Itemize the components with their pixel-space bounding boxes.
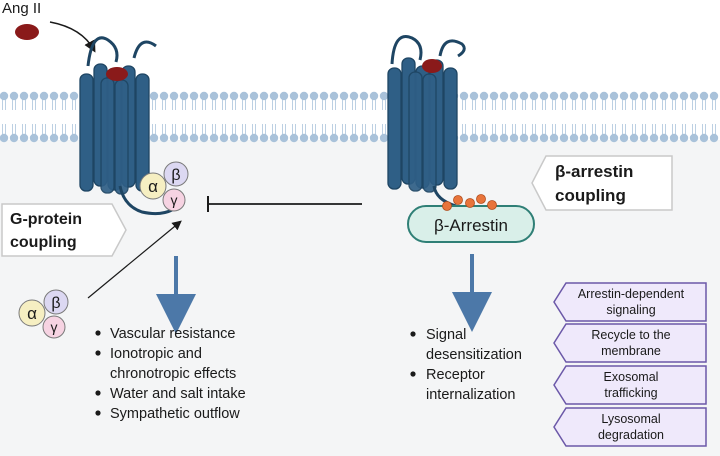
svg-text:Lysosomal: Lysosomal [601,412,660,426]
svg-text:Arrestin-dependent: Arrestin-dependent [578,287,685,301]
transmembrane-helix [100,77,115,194]
svg-text:signaling: signaling [606,303,655,317]
bound-ang-ii-right [422,59,442,73]
effect-desensitization: desensitization [426,347,522,363]
ang-ii-molecule [15,24,39,40]
effect-water-salt-intake: Water and salt intake [110,386,246,402]
ligand-binding-arrow [49,21,96,53]
svg-text:β: β [51,295,60,312]
transmembrane-helix [114,79,129,195]
effect-ionotropic: Ionotropic and [110,346,202,362]
transmembrane-helix [408,71,423,192]
effect-signal: Signal [426,327,466,343]
transmembrane-helix [443,67,458,190]
g-protein-bound: α β γ [139,161,189,212]
effect-internalization: internalization [426,387,515,403]
transmembrane-helix [387,67,402,190]
receptor-right [387,35,466,208]
svg-text:trafficking: trafficking [604,386,657,400]
arrestin-effects-list: Signal desensitization Receptor internal… [410,327,522,403]
arrestin-label: β-Arrestin [434,216,508,235]
svg-text:β-arrestin: β-arrestin [555,162,633,181]
g-protein-free: α β γ [18,289,69,339]
bound-ang-ii [106,67,128,81]
transmembrane-helix [135,73,150,192]
fate-arrestin-signaling: Arrestin-dependent signaling [553,282,707,322]
c-terminal-tail [118,185,173,216]
plasma-membrane [0,91,719,143]
fate-lysosomal-degradation: Lysosomal degradation [553,407,707,447]
receptor-fates: Arrestin-dependent signaling Recycle to … [553,282,707,447]
transmembrane-helix [79,73,94,192]
effect-chronotropic: chronotropic effects [110,366,236,382]
svg-text:G-protein: G-protein [10,211,82,228]
svg-text:γ: γ [51,319,58,335]
ang-ii-label: Ang II [2,0,41,17]
effect-vascular-resistance: Vascular resistance [110,326,235,342]
beta-arrestin-coupling-label: β-arrestin coupling [531,155,673,211]
beta-arrestin: β-Arrestin [407,194,535,243]
g-protein-recruitment-arrow [87,220,182,299]
effect-sympathetic-outflow: Sympathetic outflow [110,406,240,422]
svg-text:coupling: coupling [555,186,626,205]
phosphorylation-sites [442,194,497,211]
g-protein-effects-list: Vascular resistance Ionotropic and chron… [95,326,246,422]
beta-subunit-label: β [171,167,180,184]
svg-text:α: α [27,304,37,323]
g-protein-coupling-label: G-protein coupling [1,203,127,257]
svg-text:Exosomal: Exosomal [604,370,659,384]
fate-exosomal-trafficking: Exosomal trafficking [553,365,707,405]
fate-recycle-membrane: Recycle to the membrane [553,323,707,363]
inhibition-arrow [207,196,362,212]
svg-text:coupling: coupling [10,234,77,251]
svg-text:degradation: degradation [598,428,664,442]
alpha-subunit-label: α [148,177,158,196]
svg-text:Recycle to the: Recycle to the [591,328,670,342]
effect-receptor: Receptor [426,367,485,383]
gamma-subunit-label: γ [171,192,178,208]
receptor-left [79,36,173,216]
svg-text:membrane: membrane [601,344,661,358]
transmembrane-helix [422,73,437,193]
